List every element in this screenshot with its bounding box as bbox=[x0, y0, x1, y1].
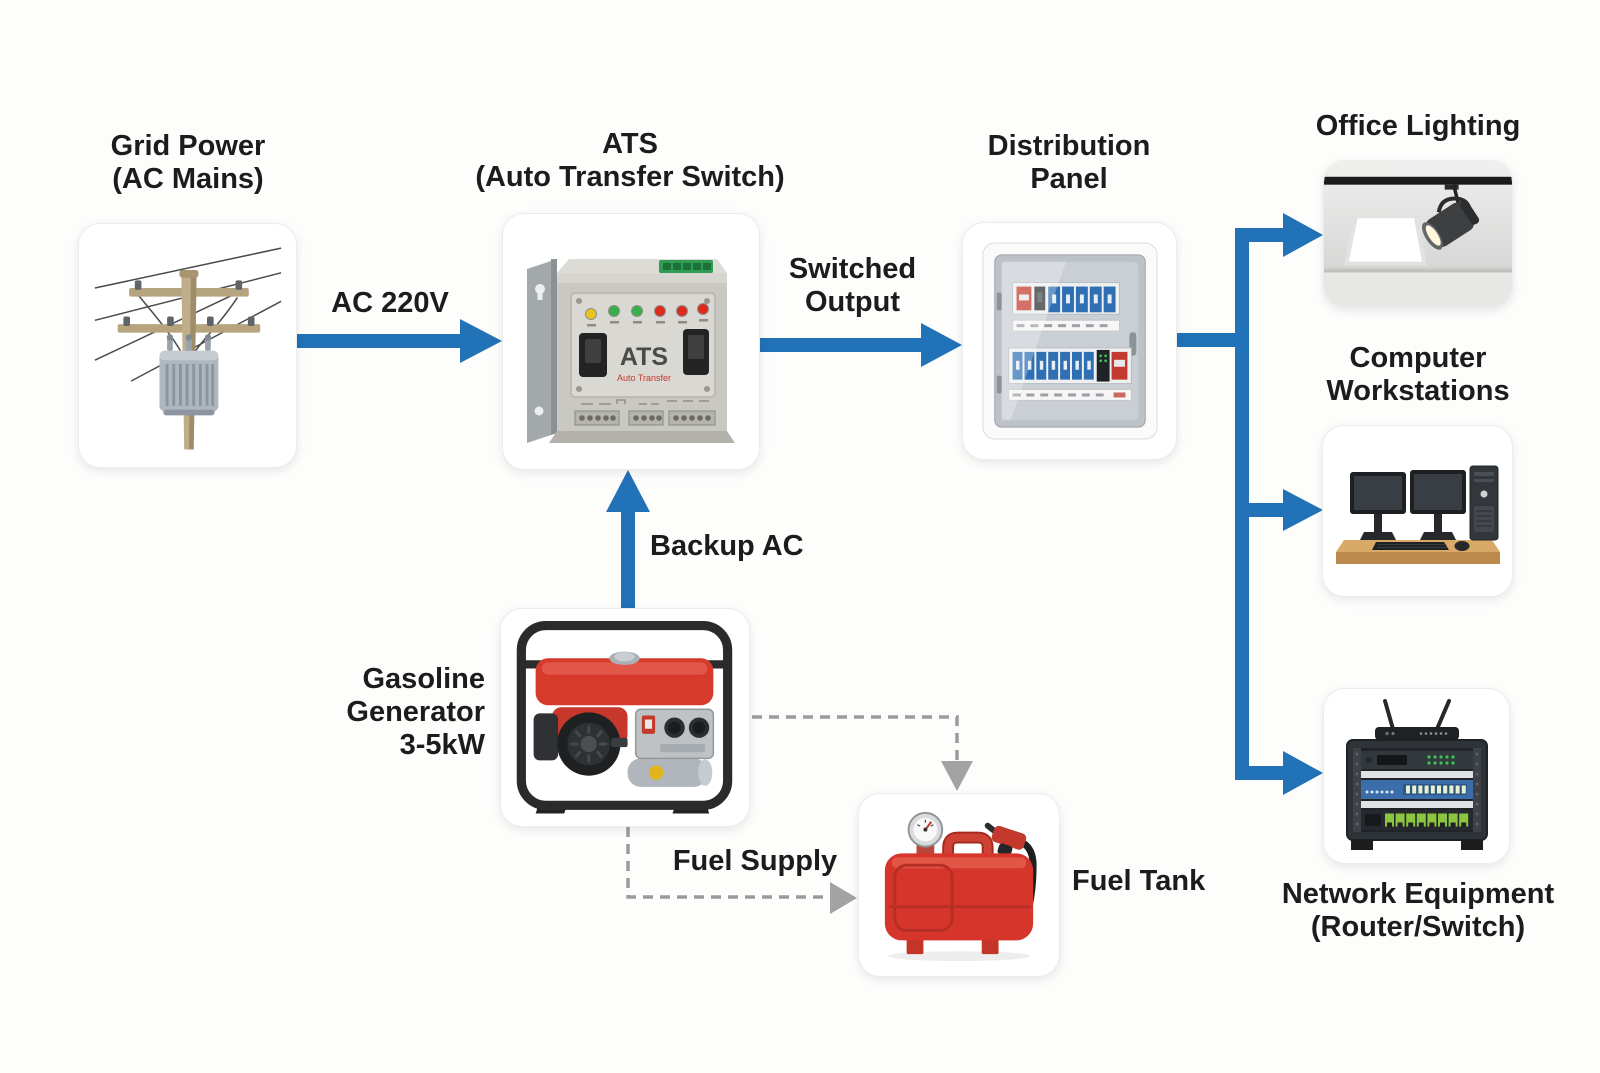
fuel-supply-arrow-down bbox=[941, 761, 973, 791]
generator-label: Gasoline Generator 3-5kW bbox=[346, 663, 485, 761]
backup-ac-edge-label: Backup AC bbox=[650, 530, 804, 562]
network-equipment-label: Network Equipment (Router/Switch) bbox=[1281, 878, 1555, 943]
fuel-tank-card bbox=[858, 793, 1060, 977]
distribution-panel-card bbox=[962, 222, 1177, 460]
ats-label: ATS (Auto Transfer Switch) bbox=[475, 128, 785, 193]
fuel-supply-arrow-right bbox=[830, 882, 857, 914]
utility-pole-icon bbox=[94, 247, 281, 450]
desktop-workstation-icon bbox=[1335, 465, 1500, 564]
ats-device-text: ATS bbox=[620, 343, 668, 371]
fuel-tank-label: Fuel Tank bbox=[1072, 865, 1206, 897]
ats-card: ATS Auto Transfer bbox=[502, 213, 760, 470]
computer-workstations-label: Computer Workstations bbox=[1326, 342, 1510, 407]
network-equipment-card bbox=[1323, 688, 1510, 864]
ac-220v-arrow bbox=[297, 319, 502, 363]
office-lighting-label: Office Lighting bbox=[1315, 110, 1521, 142]
fuel-supply-edge-label: Fuel Supply bbox=[672, 845, 838, 877]
computer-workstations-card bbox=[1322, 425, 1513, 597]
network-rack-icon bbox=[1345, 699, 1488, 850]
backup-ac-arrow bbox=[606, 470, 650, 608]
generator-card bbox=[500, 608, 750, 827]
breaker-panel-icon bbox=[981, 242, 1158, 440]
switched-output-edge-label: Switched Output bbox=[788, 253, 917, 318]
distribution-panel-label: Distribution Panel bbox=[987, 130, 1151, 195]
fuel-tank-icon bbox=[884, 811, 1037, 962]
fuel-supply-line-top bbox=[752, 715, 959, 760]
ac-220v-edge-label: AC 220V bbox=[331, 287, 449, 319]
switched-output-arrow bbox=[760, 323, 962, 367]
ceiling-lights-icon bbox=[1324, 161, 1512, 307]
ats-device-subtext: Auto Transfer bbox=[617, 373, 671, 383]
ats-device-icon: ATS Auto Transfer bbox=[527, 259, 735, 443]
grid-power-card bbox=[78, 223, 297, 468]
office-lighting-card bbox=[1323, 160, 1513, 308]
gasoline-generator-icon bbox=[516, 620, 733, 813]
grid-power-label: Grid Power (AC Mains) bbox=[110, 130, 266, 195]
distribution-branch-lines bbox=[1177, 213, 1323, 795]
